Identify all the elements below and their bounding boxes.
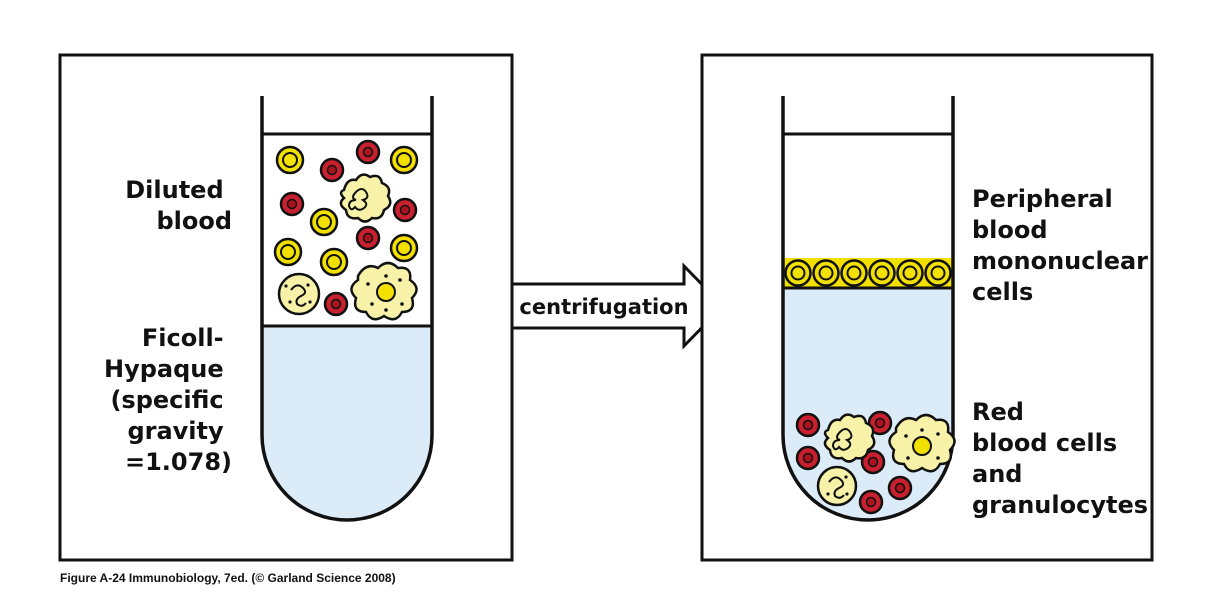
- label-line: Red: [972, 398, 1024, 426]
- lymphocyte-icon: [319, 247, 349, 277]
- pbmc-layer-cells: [784, 259, 952, 287]
- centrifugation-arrow: centrifugation: [510, 262, 726, 350]
- lymphocyte-icon: [309, 207, 339, 237]
- red-blood-cell-icon: [392, 197, 418, 223]
- label-rbc-granulocytes: Red blood cells and granulocytes: [972, 398, 1148, 519]
- lymphocyte-icon: [273, 237, 303, 267]
- label-line: gravity: [127, 417, 224, 445]
- right-panel: Peripheral blood mononuclear cells Red b…: [700, 53, 1156, 562]
- label-line: cells: [972, 278, 1033, 306]
- label-line: (specific: [110, 386, 223, 414]
- red-blood-cell-icon: [795, 412, 821, 438]
- left-panel: Diluted blood Ficoll- Hypaque (specific …: [58, 53, 514, 562]
- red-blood-cell-icon: [279, 191, 305, 217]
- red-blood-cell-icon: [319, 157, 345, 183]
- lymphocyte-icon: [389, 233, 419, 263]
- red-blood-cell-icon: [867, 410, 893, 436]
- red-blood-cell-icon: [355, 225, 381, 251]
- granulocyte-icon: [277, 272, 321, 316]
- label-line: Peripheral: [972, 185, 1113, 213]
- figure-caption: Figure A-24 Immunobiology, 7ed. (© Garla…: [60, 571, 396, 585]
- label-line: Ficoll-: [142, 324, 224, 352]
- red-blood-cell-icon: [795, 445, 821, 471]
- label-ficoll-hypaque: Ficoll- Hypaque (specific gravity =1.078…: [104, 324, 232, 476]
- granulocyte-icon: [816, 465, 858, 507]
- red-blood-cell-icon: [860, 449, 886, 475]
- granulocyte-icon: [350, 261, 418, 321]
- red-blood-cell-icon: [355, 139, 381, 165]
- arrow-label: centrifugation: [519, 295, 688, 319]
- red-blood-cell-icon: [323, 291, 349, 317]
- label-pbmc: Peripheral blood mononuclear cells: [972, 185, 1156, 306]
- label-line: and: [972, 460, 1022, 488]
- right-tube: [781, 96, 955, 522]
- ficoll-layer: [262, 326, 432, 520]
- lymphocyte-icon: [868, 259, 896, 287]
- pellet-cells: [795, 410, 956, 515]
- lymphocyte-icon: [896, 259, 924, 287]
- label-line: Hypaque: [104, 355, 224, 383]
- red-blood-cell-icon: [858, 489, 884, 515]
- lymphocyte-icon: [840, 259, 868, 287]
- granulocyte-icon: [339, 173, 392, 223]
- red-blood-cell-icon: [887, 475, 913, 501]
- granulocyte-icon: [823, 413, 876, 463]
- label-line: blood: [972, 216, 1048, 244]
- lymphocyte-icon: [812, 259, 840, 287]
- label-diluted-blood: Diluted blood: [125, 176, 232, 235]
- ficoll-layer: [783, 288, 953, 520]
- label-line: granulocytes: [972, 491, 1148, 519]
- lymphocyte-icon: [784, 259, 812, 287]
- lymphocyte-icon: [389, 145, 419, 175]
- left-tube: [260, 96, 434, 522]
- label-line: blood: [156, 207, 232, 235]
- left-cells: [273, 139, 419, 321]
- label-line: blood cells: [972, 429, 1117, 457]
- lymphocyte-icon: [275, 145, 305, 175]
- label-line: =1.078): [125, 448, 232, 476]
- lymphocyte-icon: [924, 259, 952, 287]
- label-line: mononuclear: [972, 247, 1148, 275]
- granulocyte-icon: [888, 413, 956, 473]
- label-line: Diluted: [125, 176, 223, 204]
